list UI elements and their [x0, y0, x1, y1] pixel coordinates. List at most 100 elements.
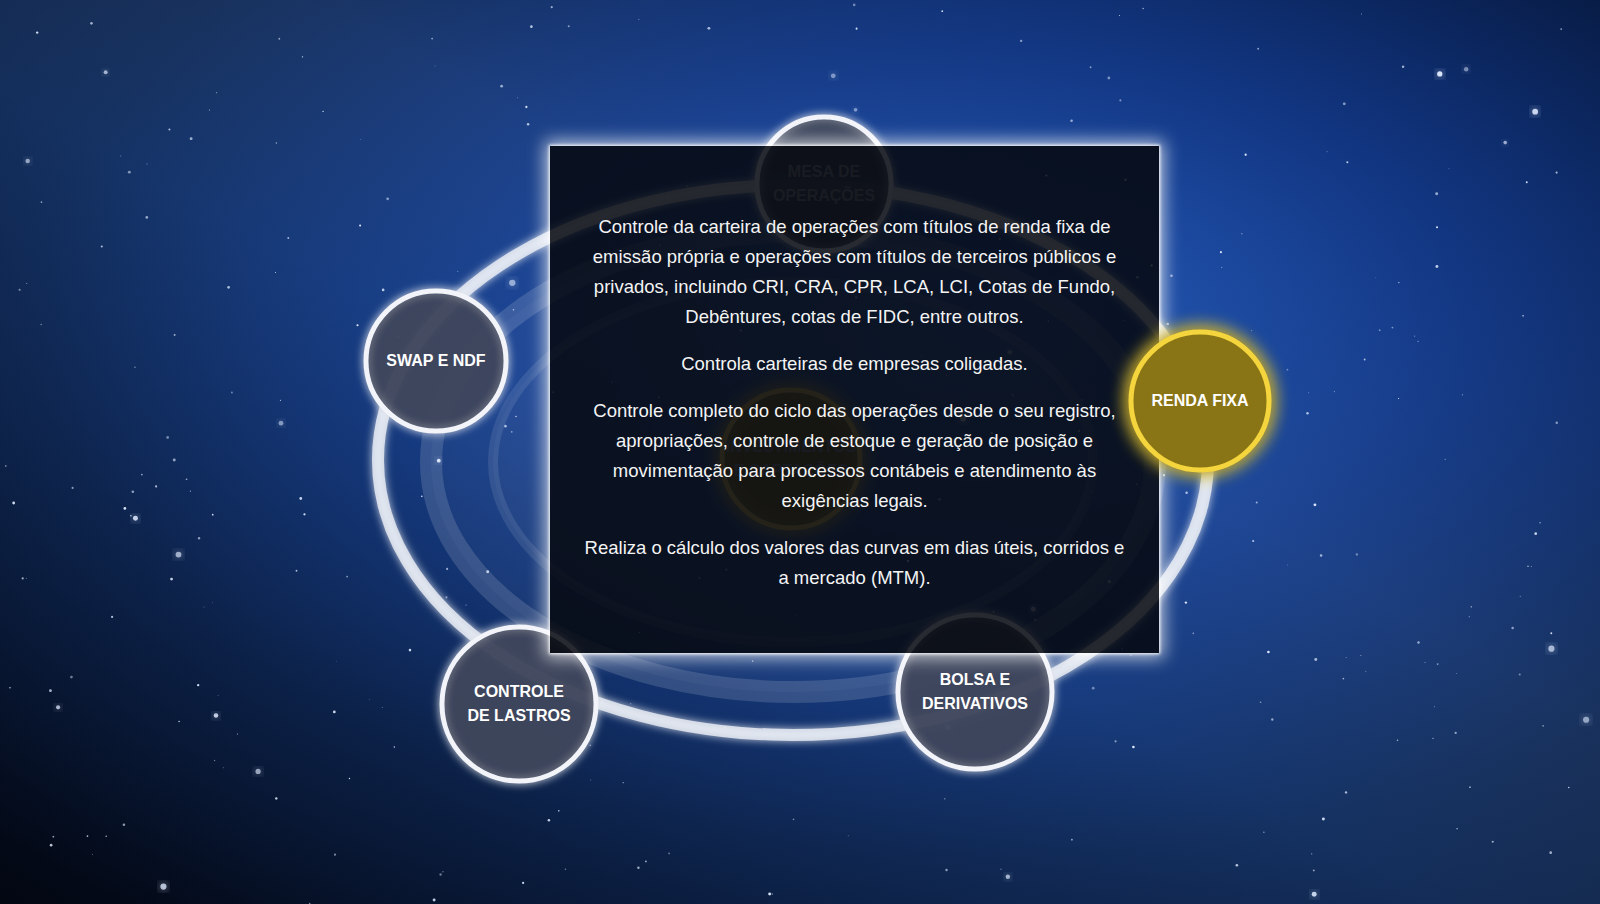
star: [287, 237, 289, 239]
star: [186, 478, 188, 480]
star: [1241, 233, 1242, 234]
star: [530, 25, 533, 28]
star: [1532, 109, 1538, 115]
circle-shape: [366, 291, 506, 431]
star: [91, 854, 93, 856]
star: [386, 197, 389, 200]
selected-module-circle: RENDA FIXA: [1128, 329, 1272, 473]
star: [155, 485, 157, 487]
star: [551, 6, 553, 8]
star: [1251, 330, 1252, 331]
star: [216, 92, 217, 93]
star: [359, 225, 361, 227]
star: [1437, 71, 1442, 76]
star: [5, 465, 6, 466]
module-label: BOLSA E DERIVATIVOS: [916, 668, 1034, 716]
star: [133, 516, 138, 521]
star: [101, 245, 103, 247]
star: [1090, 66, 1092, 68]
star: [941, 10, 943, 12]
star: [772, 893, 774, 895]
star: [25, 577, 27, 579]
star: [1114, 740, 1116, 742]
star: [1464, 67, 1468, 71]
star: [522, 882, 524, 884]
star: [1119, 99, 1121, 101]
star: [52, 836, 54, 838]
star: [1360, 654, 1362, 656]
star: [1556, 421, 1558, 423]
star: [1526, 181, 1528, 183]
star: [349, 778, 350, 779]
star: [1520, 596, 1521, 597]
star: [1006, 874, 1010, 878]
star: [303, 513, 305, 515]
star: [433, 899, 436, 902]
description-text: Realiza o cálculo dos valores das curvas…: [582, 533, 1127, 593]
star: [36, 31, 38, 33]
star: [1469, 616, 1470, 617]
star: [123, 823, 126, 826]
star: [9, 687, 11, 689]
star: [1365, 670, 1367, 672]
star: [18, 289, 20, 291]
star: [1522, 315, 1524, 317]
star: [1132, 746, 1135, 749]
star: [439, 873, 441, 875]
module-label: SWAP E NDF: [371, 349, 501, 373]
star: [72, 487, 74, 489]
star: [209, 110, 210, 111]
star: [1556, 171, 1558, 173]
star: [558, 810, 560, 812]
star: [945, 869, 947, 871]
star: [1346, 161, 1348, 163]
star: [831, 73, 836, 78]
star: [1313, 869, 1315, 871]
star: [1360, 13, 1362, 15]
star: [1287, 369, 1289, 371]
star: [322, 111, 323, 112]
star: [214, 713, 219, 718]
star: [1356, 553, 1358, 555]
star: [1286, 564, 1288, 566]
star: [565, 868, 566, 869]
star: [1469, 786, 1471, 788]
star: [1432, 738, 1433, 739]
star: [1236, 864, 1239, 867]
star: [1549, 851, 1552, 854]
star: [49, 689, 52, 692]
circle-shape: [898, 615, 1052, 769]
star: [145, 216, 148, 219]
star: [1260, 701, 1262, 703]
star: [589, 744, 591, 746]
star: [1511, 627, 1513, 629]
star: [1435, 192, 1438, 195]
star: [853, 4, 856, 7]
star: [12, 502, 15, 505]
star: [442, 871, 443, 872]
star: [280, 400, 281, 401]
star: [1257, 48, 1259, 50]
star: [1539, 522, 1541, 524]
star: [1252, 540, 1254, 542]
star: [237, 733, 238, 734]
star: [1437, 663, 1439, 665]
star: [434, 65, 436, 67]
star: [1311, 853, 1312, 854]
star: [1398, 282, 1399, 283]
star: [160, 883, 166, 889]
star: [1417, 641, 1419, 643]
star: [120, 155, 121, 156]
star: [1503, 141, 1507, 145]
star: [457, 271, 458, 272]
star: [1326, 151, 1328, 153]
star: [568, 25, 570, 27]
star: [1130, 655, 1131, 656]
star: [668, 853, 670, 855]
star: [1000, 869, 1001, 870]
star: [1256, 501, 1258, 503]
star: [1492, 841, 1494, 843]
star: [197, 684, 199, 686]
